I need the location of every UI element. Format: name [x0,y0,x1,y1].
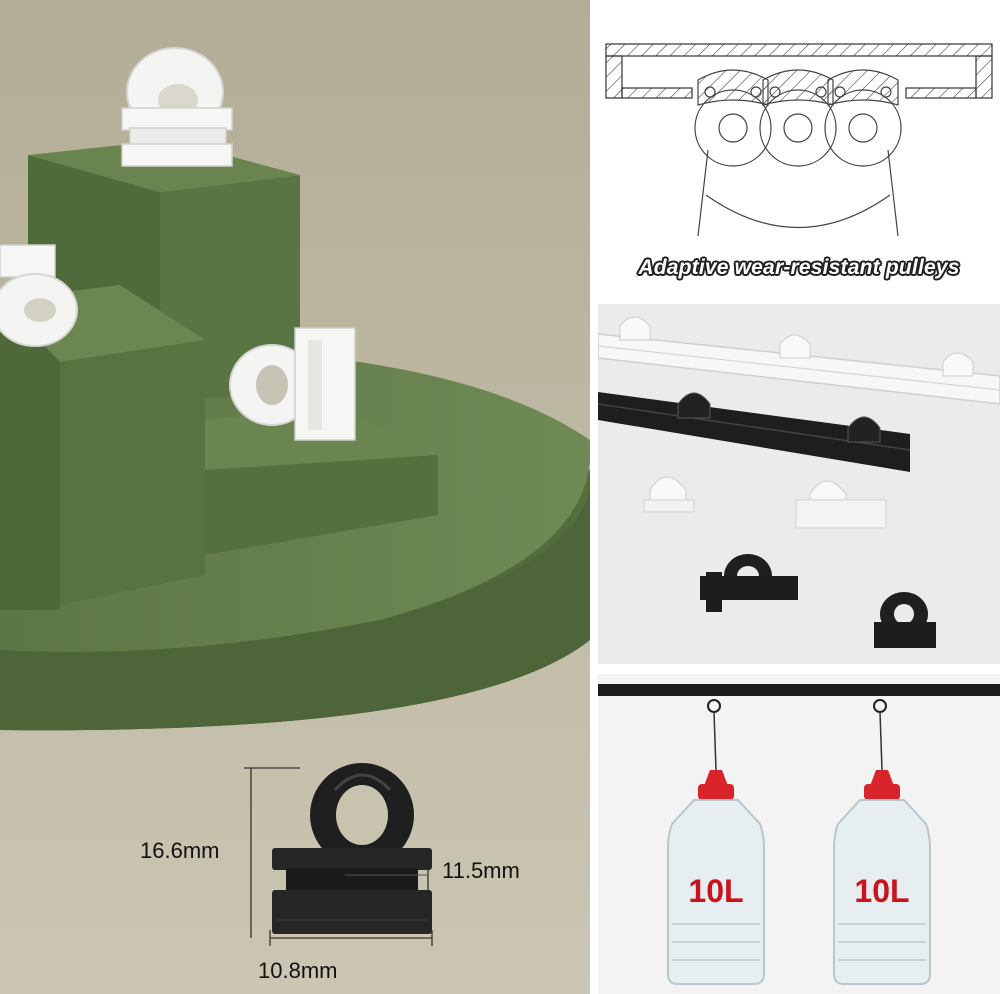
bottle-2: 10L [833,699,931,985]
pulley-wheels [694,69,902,237]
height-dimension-label: 16.6mm [140,838,219,863]
white-rail [598,316,1000,405]
hanging-bottles-panel: 10L 10L [598,674,1000,994]
white-hook-left [0,244,78,347]
rails-illustration [598,304,1000,664]
black-hook [272,763,432,934]
loose-black-hook-2 [874,592,936,648]
hanging-bottles-illustration: 10L 10L [598,674,1000,994]
product-scene-panel: 16.6mm 11.5mm 10.8mm [0,0,590,994]
pulley-caption: Adaptive wear-resistant pulleys [638,256,960,279]
bottle-1-volume-label: 10L [688,873,743,909]
black-rail [598,392,911,472]
loose-white-hook-1 [643,476,695,513]
loose-white-hook-2 [795,480,887,529]
rails-photo-panel [598,304,1000,664]
depth-dimension-label: 11.5mm [442,858,520,883]
loose-black-hook-1 [700,554,798,612]
ceiling-track [598,684,1000,696]
product-scene-illustration: 16.6mm 11.5mm 10.8mm [0,0,590,994]
pulley-diagram-panel: Adaptive wear-resistant pulleys [598,0,1000,298]
white-hook-top [121,47,233,167]
bottle-2-volume-label: 10L [854,873,909,909]
white-hook-right [229,327,356,441]
width-dimension-label: 10.8mm [258,958,337,983]
pulley-cross-section [605,43,993,237]
bottle-1: 10L [667,699,765,985]
